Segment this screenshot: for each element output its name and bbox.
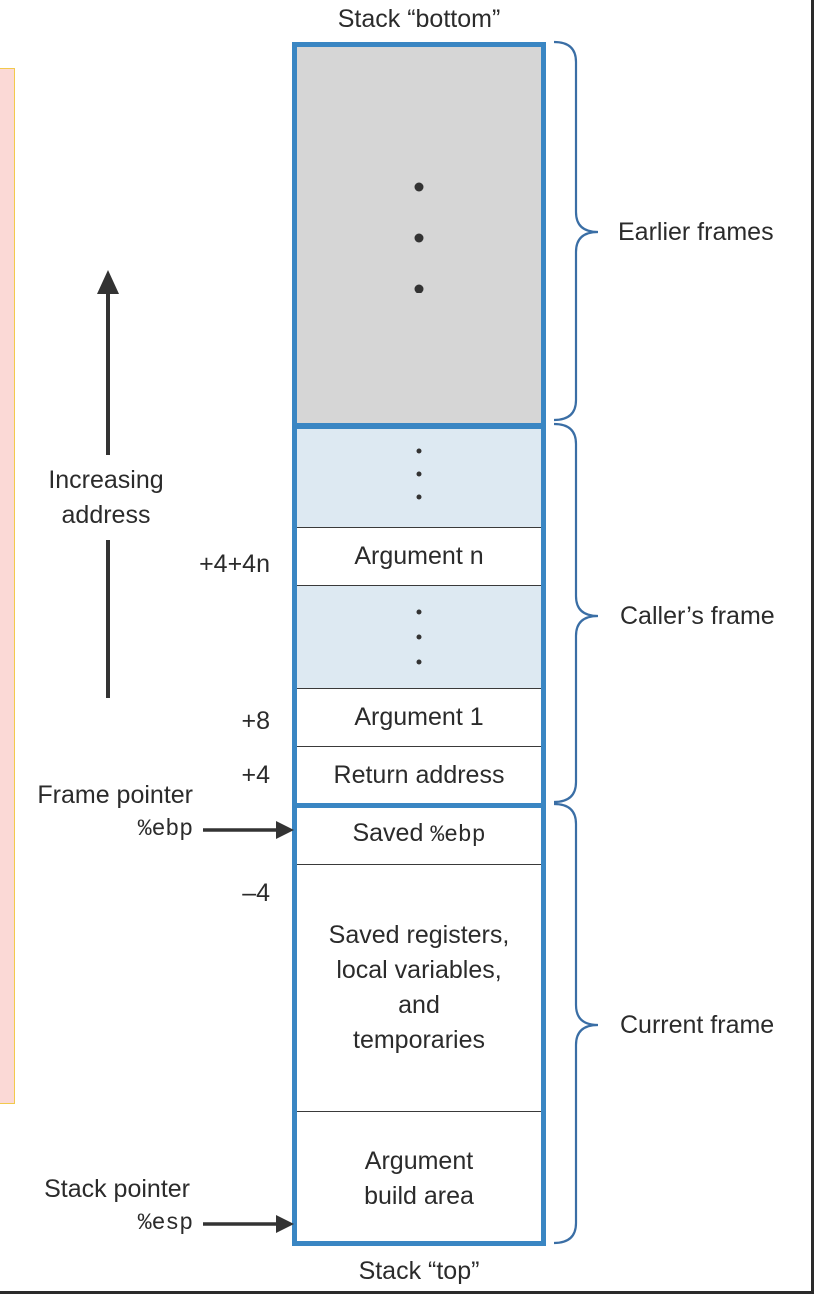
- stack-pointer-arrow: [203, 1215, 294, 1233]
- argument-build-cell: Argument build area: [292, 1111, 546, 1246]
- callers-frame-brace: [553, 422, 599, 804]
- offset-argument-1: +8: [241, 707, 270, 735]
- earlier-frames-region: [292, 42, 546, 424]
- side-panel: [0, 68, 15, 1104]
- offset-local: –4: [242, 879, 270, 907]
- window-bottom-edge: [0, 1291, 814, 1294]
- saved-ebp-label: Saved %ebp: [352, 816, 485, 853]
- saved-registers-line-3: and: [398, 991, 440, 1019]
- argument-build-line-1: Argument: [364, 1147, 474, 1175]
- saved-ebp-prefix: Saved: [352, 818, 431, 847]
- frame-pointer-label: Frame pointer: [37, 781, 193, 809]
- return-address-cell: Return address: [292, 746, 546, 804]
- stack-bottom-label: Stack “bottom”: [337, 5, 501, 33]
- return-address-label: Return address: [333, 761, 505, 789]
- argument-n-label: Argument n: [354, 542, 484, 570]
- offset-return-address: +4: [241, 761, 270, 789]
- vertical-ellipsis-icon: [416, 609, 422, 665]
- saved-registers-line-2: local variables,: [336, 956, 502, 984]
- caller-args-ellipsis-middle: [292, 585, 546, 688]
- stack-diagram: Argument n Argument 1 Return address Sav…: [292, 42, 546, 1246]
- increasing-address-line-1: Increasing: [48, 466, 164, 494]
- callers-frame-label: Caller’s frame: [620, 602, 775, 630]
- vertical-ellipsis-icon: [414, 182, 424, 293]
- saved-registers-cell: Saved registers, local variables, and te…: [292, 864, 546, 1111]
- argument-1-cell: Argument 1: [292, 688, 546, 746]
- vertical-ellipsis-icon: [416, 448, 422, 499]
- saved-ebp-register: %ebp: [430, 821, 486, 848]
- stack-top-label: Stack “top”: [358, 1257, 480, 1285]
- argument-build-line-2: build area: [364, 1182, 474, 1210]
- earlier-frames-label: Earlier frames: [618, 218, 774, 246]
- earlier-frames-brace: [553, 40, 599, 422]
- caller-args-ellipsis-top: [292, 424, 546, 527]
- stack-pointer-label: Stack pointer: [44, 1175, 190, 1203]
- increasing-address-arrow: [97, 270, 119, 698]
- frame-pointer-register: %ebp: [137, 816, 193, 842]
- saved-registers-line-4: temporaries: [353, 1026, 485, 1054]
- saved-registers-line-1: Saved registers,: [328, 921, 510, 949]
- saved-ebp-cell: Saved %ebp: [292, 804, 546, 864]
- frame-pointer-arrow: [203, 821, 294, 839]
- increasing-address-line-2: address: [61, 501, 151, 529]
- current-frame-label: Current frame: [620, 1011, 775, 1039]
- argument-n-cell: Argument n: [292, 527, 546, 585]
- offset-argument-n: +4+4n: [199, 550, 270, 578]
- window-edge: [811, 0, 814, 1294]
- current-frame-brace: [553, 802, 599, 1245]
- ellipsis-dots: [409, 173, 429, 293]
- argument-1-label: Argument 1: [354, 703, 484, 731]
- stack-pointer-register: %esp: [137, 1210, 193, 1236]
